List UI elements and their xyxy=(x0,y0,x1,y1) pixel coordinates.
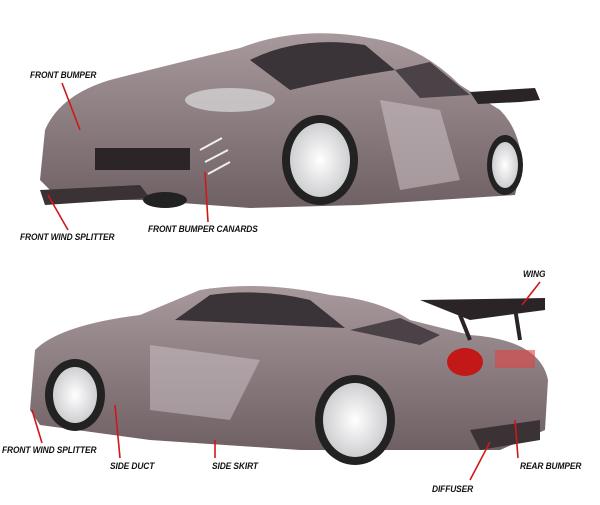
label-front-bumper: FRONT BUMPER xyxy=(30,70,97,81)
label-front-wind-splitter-top: FRONT WIND SPLITTER xyxy=(20,232,115,243)
leader-side-duct xyxy=(114,404,121,459)
label-wing: WING xyxy=(523,269,546,280)
bottom-car xyxy=(30,286,548,465)
top-car xyxy=(40,33,540,208)
leader-front-wind-splitter-top xyxy=(47,194,69,231)
leader-diffuser xyxy=(469,441,491,481)
leader-lines xyxy=(31,82,541,481)
label-front-wind-splitter-bottom: FRONT WIND SPLITTER xyxy=(2,445,97,456)
leader-front-bumper xyxy=(61,82,81,131)
leader-wing xyxy=(521,281,541,306)
leader-front-wind-splitter-bottom xyxy=(31,409,43,444)
leader-front-bumper-canards xyxy=(204,171,209,223)
label-rear-bumper: REAR BUMPER xyxy=(520,461,582,472)
label-side-skirt: SIDE SKIRT xyxy=(212,461,258,472)
label-side-duct: SIDE DUCT xyxy=(110,461,155,472)
label-front-bumper-canards: FRONT BUMPER CANARDS xyxy=(148,224,258,235)
wing-shape xyxy=(420,298,545,320)
label-diffuser: DIFFUSER xyxy=(432,484,474,495)
leader-rear-bumper xyxy=(514,419,519,459)
